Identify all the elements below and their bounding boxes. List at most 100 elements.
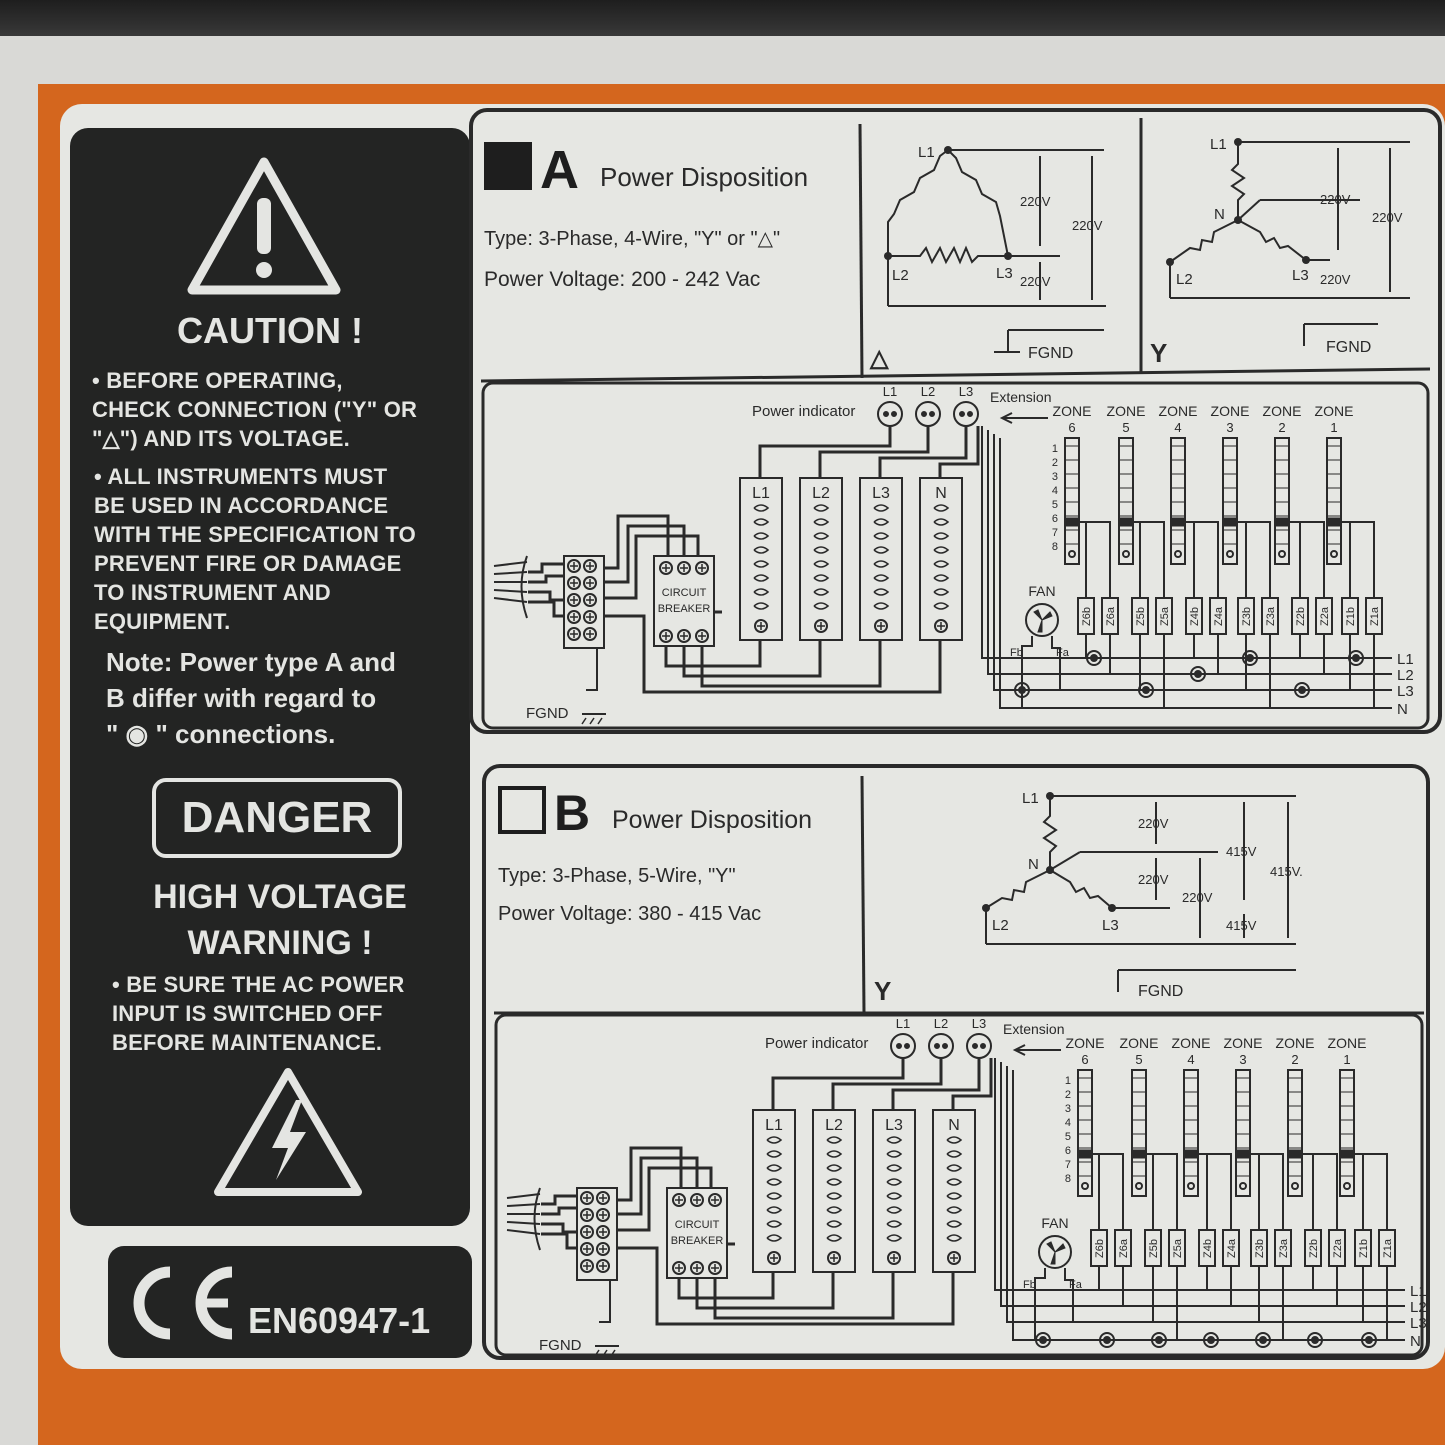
indicator-l3-label: L3	[972, 1016, 986, 1031]
terminal-number: 4	[1065, 1117, 1071, 1129]
zone-terminal-label: Z5a	[1172, 1238, 1184, 1258]
section-a-heading: Power Disposition	[600, 162, 808, 192]
bus-bar-l3-label: L3	[872, 485, 890, 502]
caution-bullet-2: • ALL INSTRUMENTS MUST BE USED IN ACCORD…	[94, 464, 416, 634]
zone-terminal-label: Z4a	[1226, 1238, 1238, 1258]
circuit-breaker-label: BREAKER	[658, 603, 711, 615]
section-a-filled-checkbox	[484, 142, 532, 190]
danger-badge: DANGER	[152, 778, 402, 858]
zone-1-label: ZONE	[1328, 1035, 1367, 1051]
standard-number: EN60947-1	[248, 1300, 431, 1341]
zone-4-number: 4	[1174, 420, 1181, 435]
zone-terminal-label: Z1a	[1369, 606, 1381, 626]
bus-bar-n-label: N	[935, 485, 947, 502]
bus-bar-l2-label: L2	[825, 1117, 843, 1134]
fan-label: FAN	[1028, 583, 1055, 599]
zone-terminal-label: Z3a	[1265, 606, 1277, 626]
zone-2-number: 2	[1291, 1052, 1298, 1067]
delta-connection-diagram	[887, 149, 1106, 353]
zone-1-label: ZONE	[1315, 403, 1354, 419]
zone-5-label: ZONE	[1120, 1035, 1159, 1051]
zone-terminal-label: Z3a	[1278, 1238, 1290, 1258]
section-b-voltage: Power Voltage: 380 - 415 Vac	[498, 903, 761, 925]
zone-terminal-label: Z6b	[1094, 1239, 1106, 1258]
power-indicator-label: Power indicator	[765, 1035, 868, 1052]
terminal-number: 7	[1052, 527, 1058, 539]
bus-bar-l1-label: L1	[752, 485, 770, 502]
svg-text:220V: 220V	[1372, 210, 1403, 225]
line-l1-label: L1	[1397, 651, 1414, 668]
zone-6-label: ZONE	[1053, 403, 1092, 419]
line-l3-label: L3	[1410, 1315, 1427, 1332]
zone-3-number: 3	[1226, 420, 1233, 435]
zone-1-number: 1	[1330, 420, 1337, 435]
indicator-l3-label: L3	[959, 384, 973, 399]
svg-text:L1: L1	[1022, 790, 1039, 807]
terminal-number: 3	[1065, 1103, 1071, 1115]
zone-2-number: 2	[1278, 420, 1285, 435]
zone-6-number: 6	[1068, 420, 1075, 435]
svg-text:FGND: FGND	[1028, 345, 1073, 362]
section-b-empty-checkbox	[498, 786, 546, 834]
fan-fb-label: Fb	[1023, 1279, 1036, 1291]
zone-terminal-label: Z5b	[1135, 607, 1147, 626]
section-a-type: Type: 3-Phase, 4-Wire, "Y" or "△"	[484, 228, 780, 250]
zone-2-label: ZONE	[1276, 1035, 1315, 1051]
section-a-letter: A	[540, 140, 579, 200]
zone-terminal-label: Z1b	[1358, 1239, 1370, 1258]
svg-text:L1: L1	[918, 144, 935, 161]
zone-terminal-label: Z1a	[1382, 1238, 1394, 1258]
terminal-number: 5	[1065, 1131, 1071, 1143]
caution-note: Note: Power type A and B differ with reg…	[106, 647, 396, 749]
fan-fa-label: Fa	[1056, 647, 1070, 659]
section-b-type: Type: 3-Phase, 5-Wire, "Y"	[498, 865, 736, 887]
svg-text:220V: 220V	[1182, 890, 1213, 905]
terminal-number: 5	[1052, 499, 1058, 511]
section-a-frame	[469, 108, 1442, 734]
ce-mark-icon	[133, 1266, 233, 1340]
fan-fa-label: Fa	[1069, 1279, 1083, 1291]
terminal-number: 2	[1065, 1089, 1071, 1101]
delta-symbol: △	[869, 345, 890, 372]
indicator-l2-label: L2	[921, 384, 935, 399]
circuit-breaker-label: CIRCUIT	[662, 587, 707, 599]
certification-panel: EN60947-1	[108, 1246, 472, 1358]
fan-label: FAN	[1041, 1215, 1068, 1231]
power-indicator-label: Power indicator	[752, 403, 855, 420]
svg-text:220V: 220V	[1072, 218, 1103, 233]
high-voltage-icon	[214, 1068, 362, 1196]
fgnd-label: FGND	[526, 705, 569, 722]
y-symbol-b: Y	[874, 976, 891, 1006]
zone-terminal-label: Z6a	[1105, 606, 1117, 626]
zone-terminal-label: Z4b	[1189, 607, 1201, 626]
warning-triangle-icon	[187, 157, 341, 295]
bus-bar-n-label: N	[948, 1117, 960, 1134]
svg-text:FGND: FGND	[1138, 983, 1183, 1000]
zone-terminal-label: Z2a	[1319, 606, 1331, 626]
indicator-l2-label: L2	[934, 1016, 948, 1031]
zone-4-label: ZONE	[1172, 1035, 1211, 1051]
section-a-voltage: Power Voltage: 200 - 242 Vac	[484, 268, 760, 291]
section-b-letter: B	[554, 785, 590, 841]
zone-3-number: 3	[1239, 1052, 1246, 1067]
fan-fb-label: Fb	[1010, 647, 1023, 659]
zone-4-number: 4	[1187, 1052, 1194, 1067]
terminal-number: 1	[1052, 443, 1058, 455]
zone-terminal-label: Z3b	[1241, 607, 1253, 626]
terminal-number: 8	[1065, 1173, 1071, 1185]
fgnd-label: FGND	[539, 1337, 582, 1354]
zone-5-number: 5	[1135, 1052, 1142, 1067]
bus-bar-l2-label: L2	[812, 485, 830, 502]
zone-terminal-label: Z6a	[1118, 1238, 1130, 1258]
zone-terminal-label: Z5a	[1159, 606, 1171, 626]
svg-text:220V: 220V	[1320, 272, 1351, 287]
svg-text:L2: L2	[892, 267, 909, 284]
extension-label: Extension	[1003, 1021, 1064, 1037]
caution-bullet-1: • BEFORE OPERATING, CHECK CONNECTION ("Y…	[92, 368, 418, 451]
svg-text:415V: 415V	[1226, 918, 1257, 933]
svg-text:FGND: FGND	[1326, 339, 1371, 356]
svg-text:L2: L2	[1176, 271, 1193, 288]
extension-label: Extension	[990, 389, 1051, 405]
